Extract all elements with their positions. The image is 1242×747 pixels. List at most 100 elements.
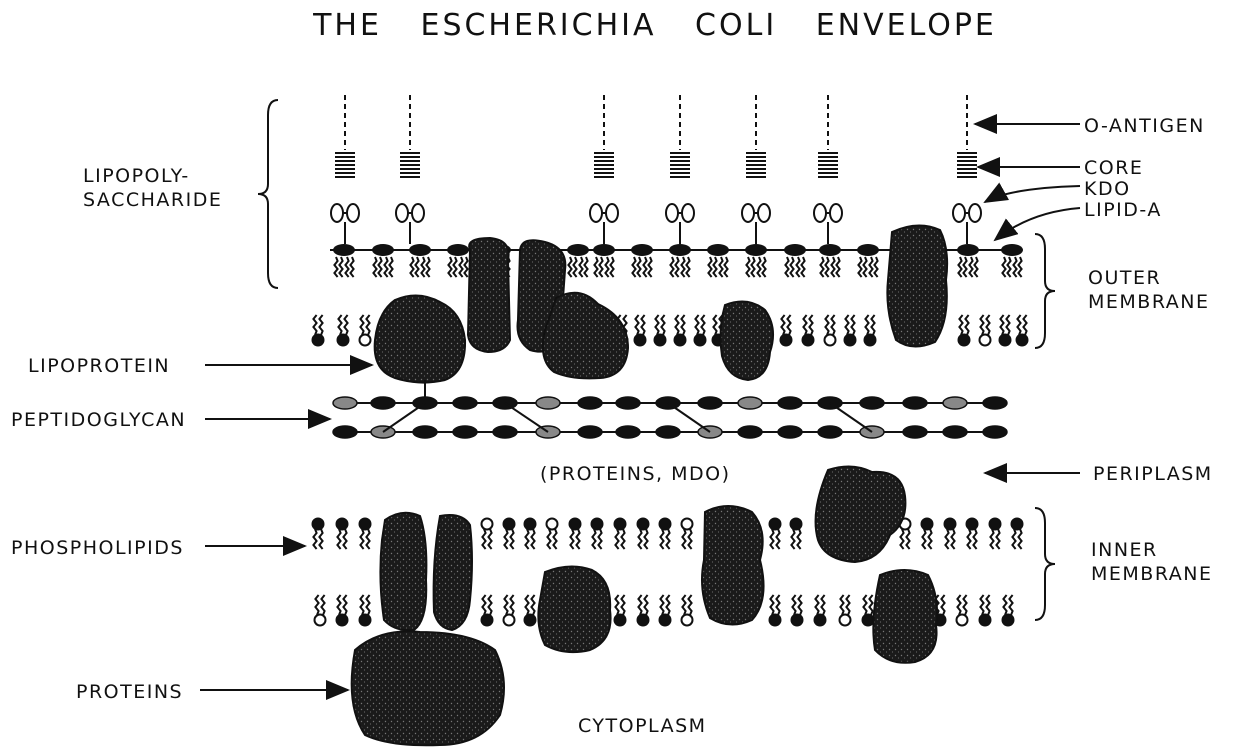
label-proteins: PROTEINS bbox=[76, 680, 183, 704]
phospholipid bbox=[337, 595, 348, 626]
phospholipid bbox=[781, 315, 792, 346]
lipopolysaccharide-layer bbox=[331, 95, 981, 244]
lps-molecule bbox=[742, 95, 770, 244]
phospholipid bbox=[313, 519, 324, 550]
phospholipid bbox=[504, 595, 515, 626]
phospholipid bbox=[360, 595, 371, 626]
phospholipid bbox=[967, 519, 978, 550]
peptidoglycan-sugar bbox=[778, 426, 802, 438]
peptidoglycan-sugar bbox=[943, 426, 967, 438]
peptidoglycan-sugar bbox=[656, 426, 680, 438]
lipid-a-head bbox=[567, 244, 589, 277]
phospholipid bbox=[1012, 519, 1023, 550]
lipid-a-head bbox=[447, 244, 469, 277]
protein bbox=[434, 515, 472, 630]
kdo-ring bbox=[742, 204, 754, 222]
lipid-a-head bbox=[669, 244, 691, 277]
lipid-a-head bbox=[745, 244, 767, 277]
label-lipopolysaccharide: LIPOPOLY- SACCHARIDE bbox=[83, 164, 222, 212]
peptidoglycan-sugar bbox=[943, 397, 967, 409]
phospholipid bbox=[945, 519, 956, 550]
phospholipid bbox=[615, 519, 626, 550]
phospholipid bbox=[337, 519, 348, 550]
lipid-a-head bbox=[784, 244, 806, 277]
lipid-a-head bbox=[372, 244, 394, 277]
kdo-ring bbox=[396, 204, 408, 222]
phospholipid bbox=[865, 315, 876, 346]
phospholipid bbox=[980, 315, 991, 346]
phospholipid bbox=[770, 519, 781, 550]
phospholipid bbox=[980, 595, 991, 626]
kdo-ring bbox=[758, 204, 770, 222]
peptidoglycan-sugar bbox=[536, 397, 560, 409]
label-periplasm-contents: (PROTEINS, MDO) bbox=[540, 462, 731, 486]
kdo-ring bbox=[682, 204, 694, 222]
peptidoglycan-sugar bbox=[333, 426, 357, 438]
peptidoglycan-sugar bbox=[371, 397, 395, 409]
label-cytoplasm: CYTOPLASM bbox=[578, 714, 707, 738]
label-inner-membrane: INNER MEMBRANE bbox=[1091, 538, 1212, 586]
phospholipid bbox=[482, 519, 493, 550]
phospholipid bbox=[990, 519, 1001, 550]
peptidoglycan-sugar bbox=[738, 426, 762, 438]
label-lipoprotein: LIPOPROTEIN bbox=[28, 354, 170, 378]
phospholipid bbox=[803, 315, 814, 346]
protein bbox=[816, 466, 906, 562]
kdo-arrow bbox=[985, 186, 1080, 202]
kdo-ring bbox=[347, 204, 359, 222]
kdo-ring bbox=[953, 204, 965, 222]
phospholipid bbox=[547, 519, 558, 550]
phospholipid bbox=[592, 519, 603, 550]
peptidoglycan-sugar bbox=[578, 426, 602, 438]
lipid-a-head bbox=[409, 244, 431, 277]
lps-molecule bbox=[953, 95, 981, 244]
phospholipid bbox=[570, 519, 581, 550]
peptidoglycan-sugar bbox=[778, 397, 802, 409]
phospholipid bbox=[845, 315, 856, 346]
phospholipid bbox=[959, 315, 970, 346]
lps-molecule bbox=[666, 95, 694, 244]
phospholipid bbox=[660, 519, 671, 550]
phospholipid bbox=[675, 315, 686, 346]
kdo-ring bbox=[969, 204, 981, 222]
peptidoglycan-sugar bbox=[453, 397, 477, 409]
peptidoglycan-sugar bbox=[903, 397, 927, 409]
phospholipid bbox=[957, 595, 968, 626]
peptidoglycan-sugar bbox=[616, 397, 640, 409]
phospholipid bbox=[682, 595, 693, 626]
phospholipid bbox=[638, 519, 649, 550]
phospholipid bbox=[338, 315, 349, 346]
phospholipid bbox=[1000, 315, 1011, 346]
label-outer-membrane: OUTER MEMBRANE bbox=[1088, 266, 1209, 314]
protein bbox=[468, 238, 510, 352]
phospholipid bbox=[792, 595, 803, 626]
kdo-ring bbox=[666, 204, 678, 222]
lps-molecule bbox=[590, 95, 618, 244]
protein bbox=[873, 570, 937, 663]
label-lipid-a: LIPID-A bbox=[1084, 198, 1162, 222]
phospholipid bbox=[695, 315, 706, 346]
protein bbox=[538, 566, 610, 652]
label-phospholipids: PHOSPHOLIPIDS bbox=[11, 536, 184, 560]
lipid-a-head bbox=[819, 244, 841, 277]
peptidoglycan-sugar bbox=[983, 426, 1007, 438]
protein bbox=[352, 631, 504, 745]
phospholipid bbox=[638, 595, 649, 626]
phospholipid bbox=[840, 595, 851, 626]
peptidoglycan-sugar bbox=[333, 397, 357, 409]
lipid-a-head bbox=[1001, 244, 1023, 277]
phospholipid bbox=[682, 519, 693, 550]
phospholipid bbox=[815, 595, 826, 626]
protein bbox=[543, 293, 628, 379]
phospholipid bbox=[315, 595, 326, 626]
lipid-a-head bbox=[631, 244, 653, 277]
protein bbox=[375, 295, 465, 382]
kdo-ring bbox=[331, 204, 343, 222]
kdo-ring bbox=[606, 204, 618, 222]
label-periplasm: PERIPLASM bbox=[1093, 462, 1213, 486]
label-o-antigen: O-ANTIGEN bbox=[1084, 114, 1205, 138]
phospholipid bbox=[615, 595, 626, 626]
lipid-a-head bbox=[593, 244, 615, 277]
